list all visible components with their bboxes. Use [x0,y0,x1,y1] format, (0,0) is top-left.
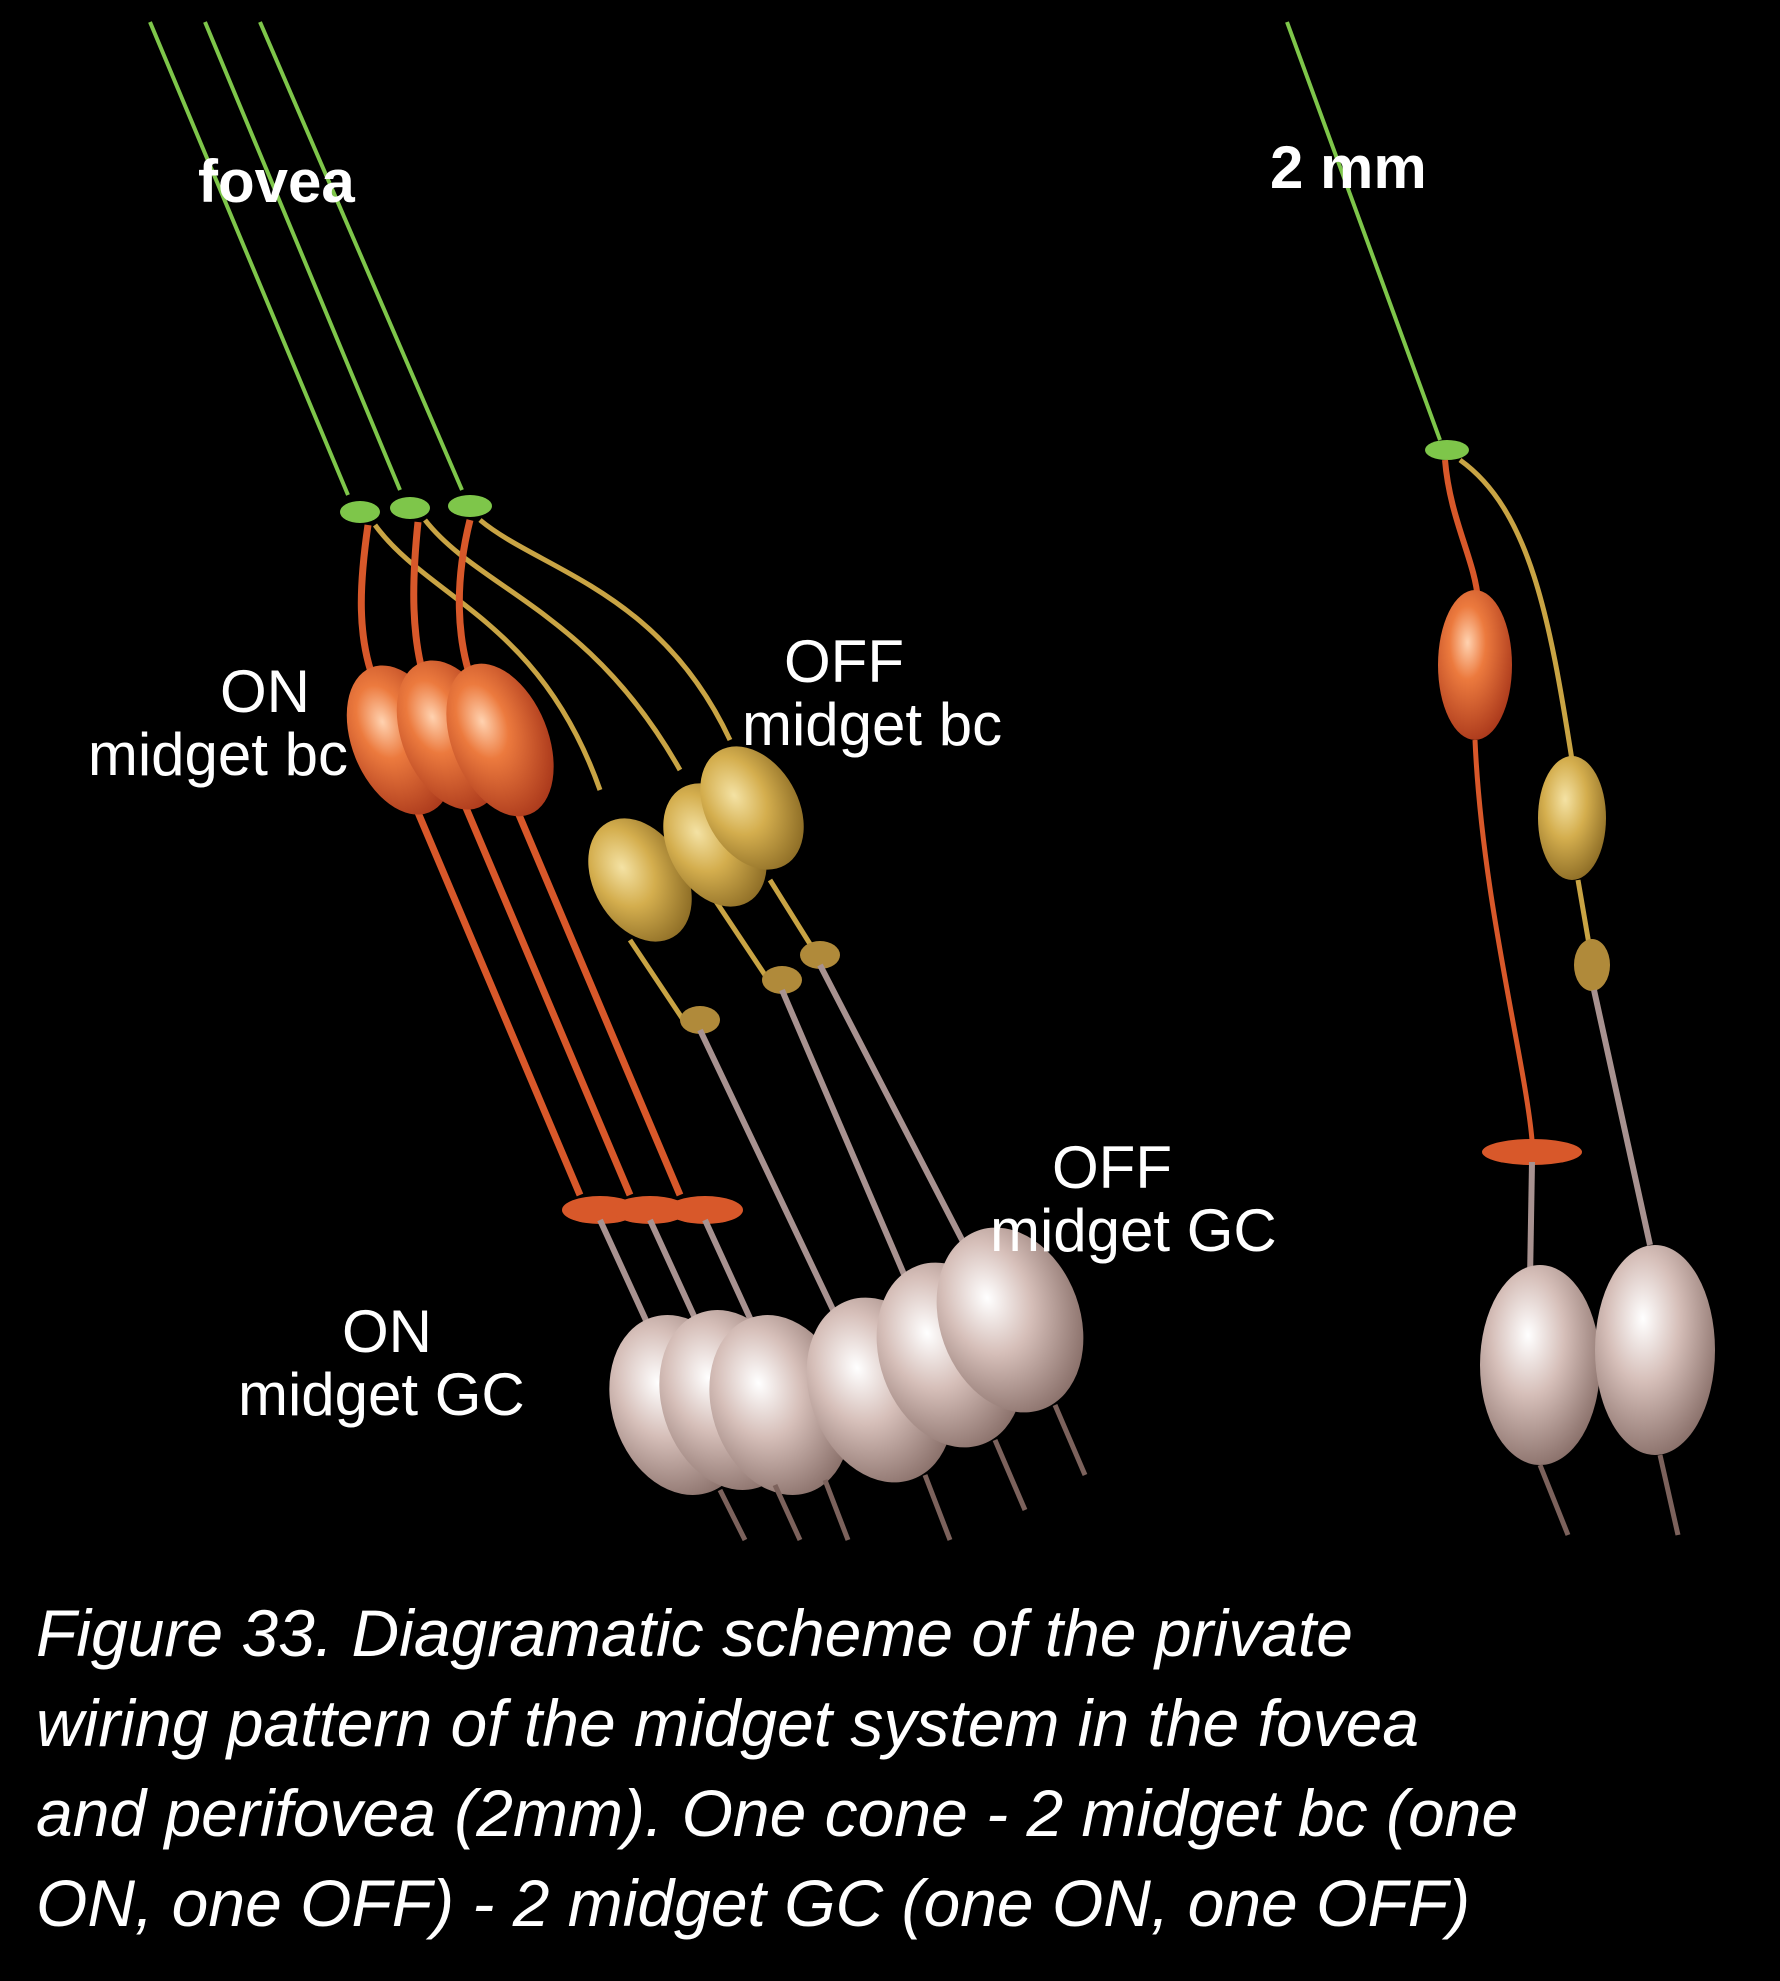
off-gc-soma [1595,1245,1715,1455]
on-bipolar-soma [1438,590,1512,740]
cone-pedicle [1425,440,1469,460]
gc-axon [1657,1454,1681,1536]
midget-wiring-diagram [148,21,1715,1542]
gc-axon [1052,1404,1088,1476]
off-bipolar-soma [700,746,804,870]
label-off-midget-gc: OFF midget GC [990,1136,1277,1262]
off-bipolar-terminal [1574,939,1610,991]
label-off-midget-bc-line1: OFF [784,628,904,695]
on-midget-bc-cells [346,660,554,817]
cone-axon [203,21,402,491]
label-on-midget-bc-line2: midget bc [87,721,348,788]
perifovea-on-bipolar [1438,459,1582,1165]
off-gc-dendrites [697,963,978,1337]
cone-axon [1285,21,1442,441]
cone-axon [258,21,464,491]
label-on-midget-bc: ON midget bc [18,660,348,786]
label-on-midget-bc-line1: ON [220,658,310,725]
off-midget-bc-cells [588,746,804,942]
label-off-midget-bc: OFF midget bc [742,630,1002,756]
cone-pedicle [448,495,492,517]
label-on-midget-gc-line2: midget GC [238,1361,525,1428]
gc-axon [717,1488,748,1542]
fovea-cone-axons [148,21,464,496]
figure-caption: Figure 33. Diagramatic scheme of the pri… [36,1588,1766,1948]
label-on-midget-gc: ON midget GC [238,1300,525,1426]
perifovea-ganglion-cells [1480,989,1715,1536]
label-on-midget-gc-line1: ON [342,1298,432,1365]
gc-axon [822,1479,851,1541]
on-bipolar-terminals [562,1196,743,1224]
gc-axon [992,1439,1028,1511]
caption-line: wiring pattern of the midget system in t… [36,1686,1420,1760]
caption-line: Figure 33. Diagramatic scheme of the pri… [36,1596,1353,1670]
off-bipolar-terminals [680,941,840,1034]
gc-axon [772,1483,803,1542]
cone-axon [148,21,350,496]
on-gc-soma [1480,1265,1600,1465]
caption-line: and perifovea (2mm). One cone - 2 midget… [36,1776,1519,1850]
caption-line: ON, one OFF) - 2 midget GC (one ON, one … [36,1866,1471,1940]
perifovea-cone [1285,21,1469,460]
on-bipolar-soma [446,663,554,817]
on-midget-gc-cells [609,1310,851,1542]
label-2mm: 2 mm [1270,134,1427,201]
off-midget-gc-cells [806,1227,1088,1541]
label-fovea: fovea [198,148,355,215]
label-off-midget-gc-line1: OFF [1052,1134,1172,1201]
label-off-midget-bc-line2: midget bc [742,691,1003,758]
off-bipolar-soma [1538,756,1606,880]
gc-axon [1537,1464,1571,1536]
off-gc-soma [936,1227,1084,1413]
label-off-midget-gc-line2: midget GC [990,1197,1277,1264]
cone-pedicle [340,501,380,523]
off-bipolar-soma [588,818,692,942]
gc-axon [922,1474,953,1541]
fovea-cone-pedicles [340,495,492,523]
on-bipolar-terminal [1482,1139,1582,1165]
perifovea-off-bipolar [1458,457,1610,991]
cone-pedicle [390,497,430,519]
